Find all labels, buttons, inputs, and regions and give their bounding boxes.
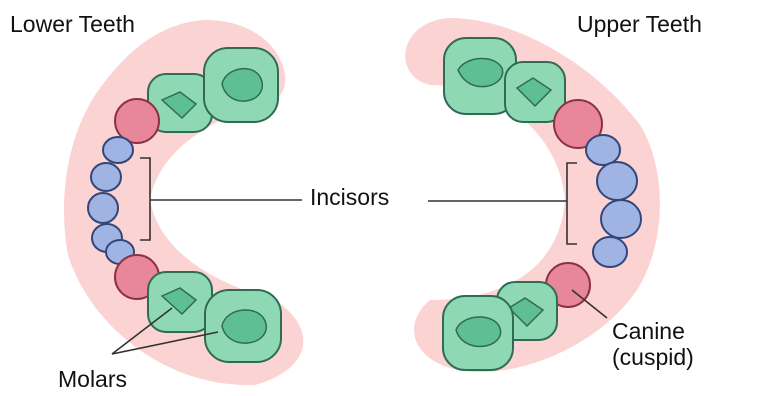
lower-teeth-title: Lower Teeth	[10, 11, 135, 37]
lower-molar-bottom-2	[205, 290, 281, 362]
canine-label: Canine (cuspid)	[612, 318, 694, 371]
lower-molar-top-2	[204, 48, 278, 122]
upper-molar-bottom-2	[443, 296, 513, 370]
upper-teeth-title: Upper Teeth	[577, 11, 702, 37]
canine-label-line2: (cuspid)	[612, 344, 694, 370]
lower-molar-bottom-1	[148, 272, 212, 332]
canine-label-line1: Canine	[612, 318, 694, 344]
molars-label: Molars	[58, 366, 127, 392]
incisors-label: Incisors	[310, 184, 389, 210]
